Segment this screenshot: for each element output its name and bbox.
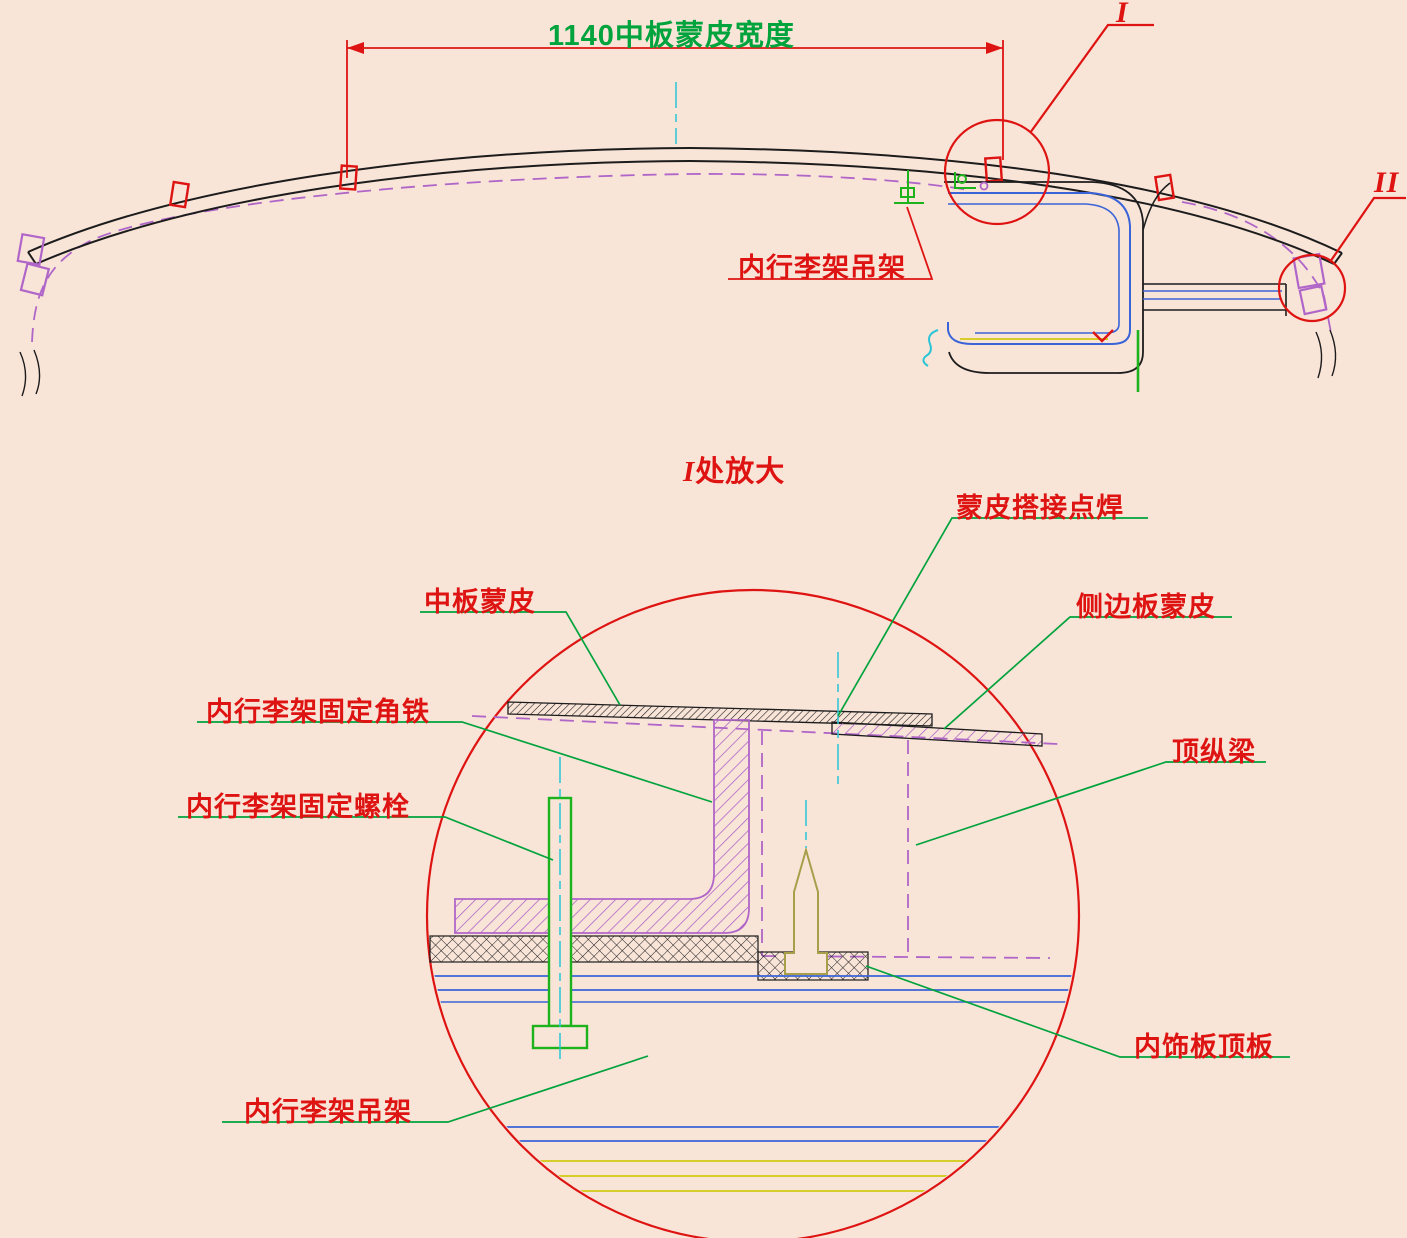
label-angle-iron: 内行李架固定角铁 (206, 697, 430, 727)
leader-fixing-bolt (178, 816, 554, 861)
leader-middle-skin (420, 611, 621, 706)
leader-skin-lap-weld (837, 517, 1148, 717)
label-top-hanger: 内行李架吊架 (738, 253, 906, 283)
side-skin-section (831, 721, 1043, 747)
label-detail-hanger: 内行李架吊架 (244, 1097, 412, 1127)
label-skin-lap-weld: 蒙皮搭接点焊 (956, 493, 1124, 523)
callout-label-I: I (1116, 0, 1129, 29)
dim-arrow-left (347, 42, 364, 54)
pin-fastener-section (784, 846, 828, 975)
dimension-label: 1140中板蒙皮宽度 (548, 20, 795, 52)
detail-title-suffix: 处放大 (695, 456, 786, 488)
seal-profile (922, 329, 939, 367)
interior-panel-section-left (429, 935, 759, 963)
detail-leaders (178, 517, 1290, 1123)
detail-title: I处放大 (683, 448, 785, 490)
label-middle-skin: 中板蒙皮 (424, 587, 536, 617)
roof-inner-dashed-line (31, 173, 1333, 343)
label-roof-beam: 顶纵梁 (1172, 737, 1256, 767)
callout-circle-II (1277, 196, 1406, 323)
fixing-hardware (894, 170, 976, 204)
dim-arrow-right (986, 42, 1003, 54)
leader-interior-panel (865, 965, 1290, 1058)
label-side-skin: 侧边板蒙皮 (1076, 592, 1216, 622)
bracket-cross-section (894, 170, 1287, 392)
callout-circle-I (943, 23, 1154, 226)
rivet (979, 181, 989, 191)
top-hanger-leader (728, 206, 934, 280)
weld-mark (1092, 329, 1114, 343)
leader-hanger (222, 1055, 649, 1123)
middle-skin-section (507, 701, 933, 727)
detail-circle (425, 588, 1081, 1238)
detail-title-prefix: I (683, 456, 696, 488)
detail-centerlines (559, 652, 839, 1062)
luggage-rack-structure (429, 975, 1077, 1192)
station-marks (168, 156, 1176, 209)
label-interior-panel: 内饰板顶板 (1134, 1032, 1274, 1062)
leader-angle-iron (197, 721, 713, 803)
leader-roof-beam (915, 761, 1266, 846)
leader-side-skin (943, 616, 1232, 730)
label-fixing-bolt: 内行李架固定螺栓 (186, 792, 410, 822)
callout-label-II: II (1374, 166, 1400, 199)
angle-iron-section (454, 719, 750, 934)
dimension-1140 (346, 40, 1004, 178)
roof-profile (19, 146, 1343, 397)
